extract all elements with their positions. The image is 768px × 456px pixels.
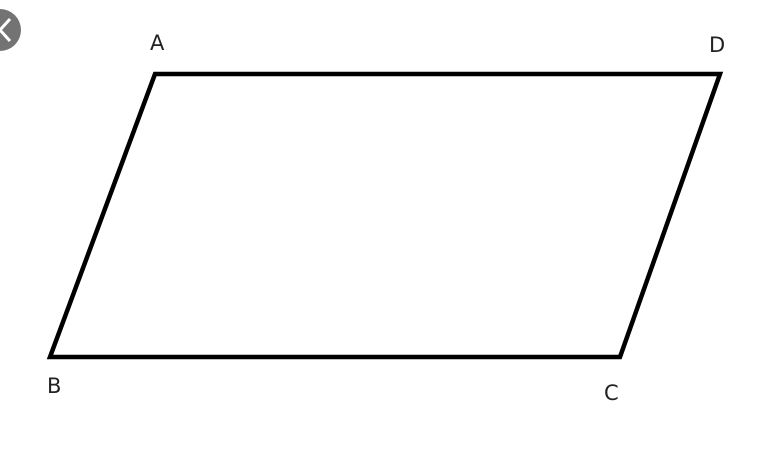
- parallelogram-abcd: [46, 71, 724, 360]
- vertex-label-d: D: [709, 33, 725, 57]
- vertex-label-a: A: [150, 31, 165, 55]
- chevron-left-icon[interactable]: [0, 17, 12, 43]
- vertex-label-c: C: [604, 381, 619, 405]
- back-button[interactable]: [0, 9, 21, 51]
- back-button-circle[interactable]: [0, 9, 21, 51]
- vertex-label-b: B: [47, 374, 61, 398]
